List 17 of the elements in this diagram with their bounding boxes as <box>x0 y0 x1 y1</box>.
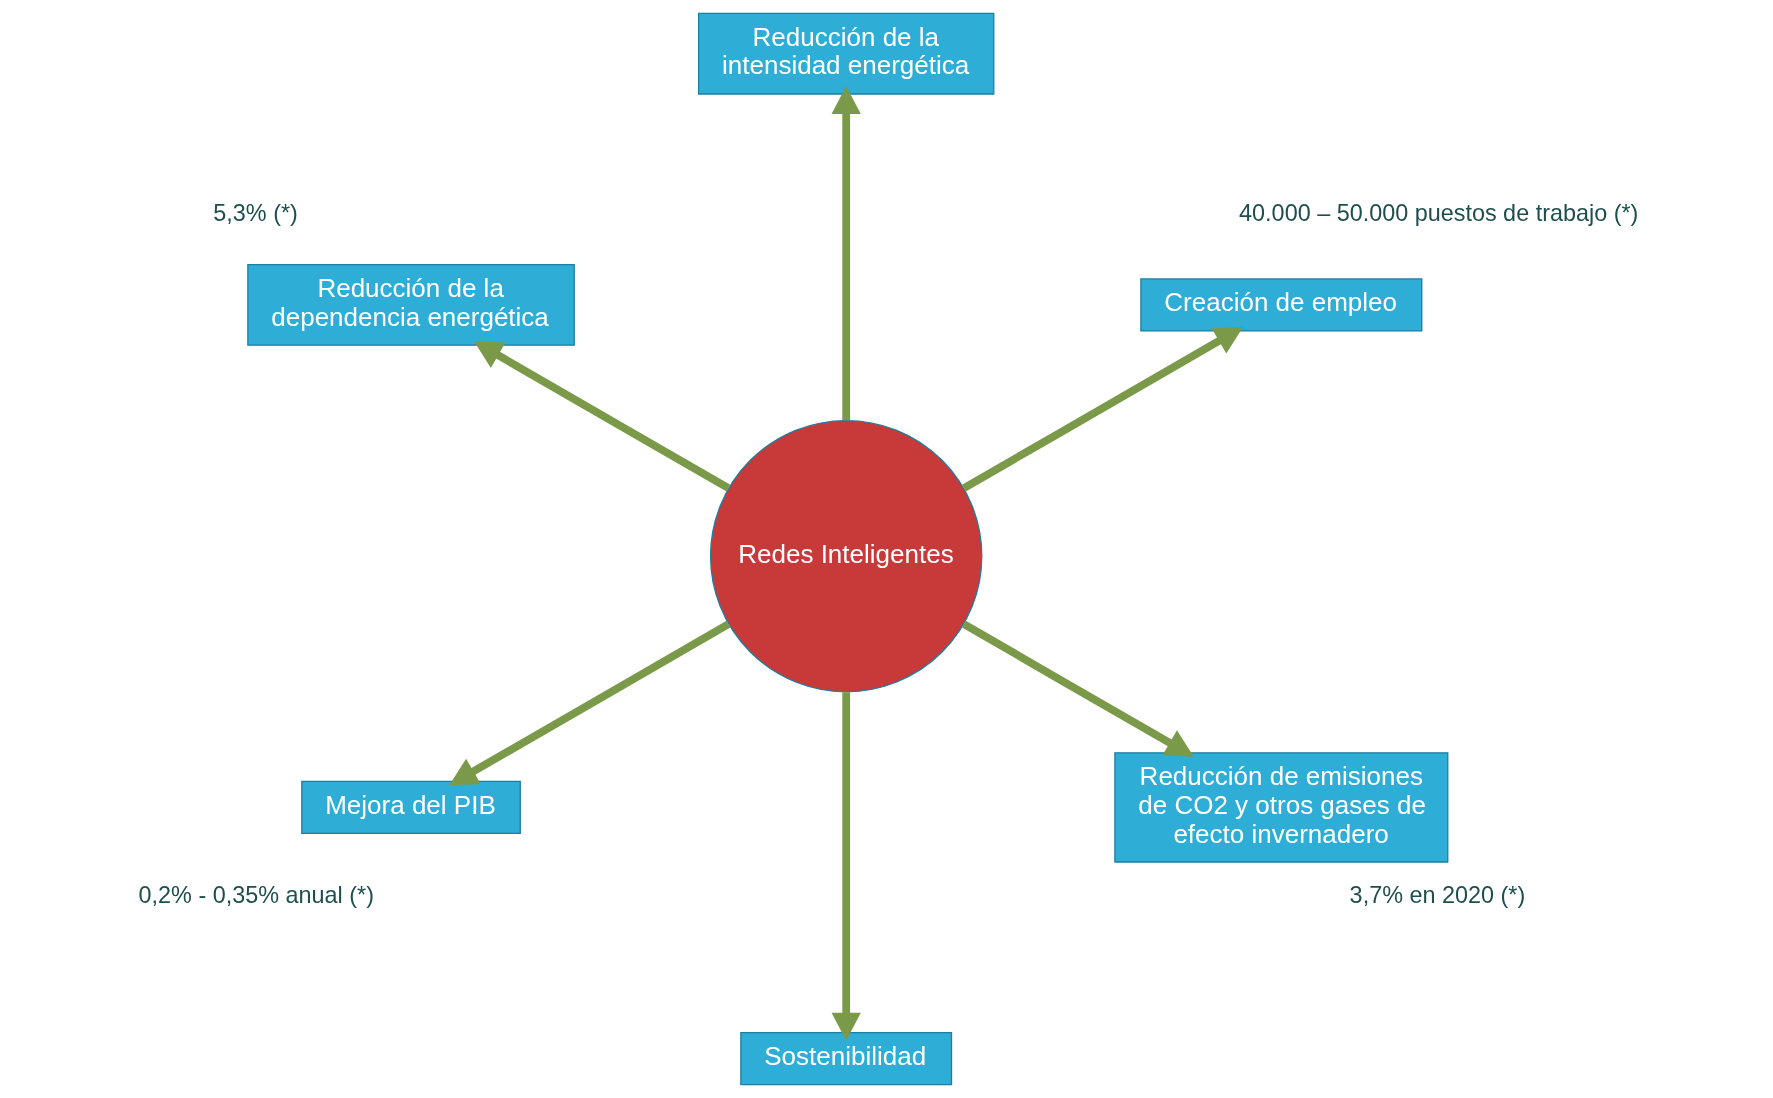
node-box: Reducción de la dependencia energética <box>247 263 575 346</box>
node-label: 40.000 – 50.000 puestos de trabajo (*) <box>1239 199 1639 226</box>
node-circle: Redes Inteligentes <box>709 419 983 693</box>
node-label: 5,3% (*) <box>213 199 298 226</box>
arrow <box>449 620 731 786</box>
node-label: 3,7% en 2020 (*) <box>1349 881 1526 908</box>
node-box: Creación de empleo <box>1140 278 1423 332</box>
node-box: Mejora del PIB <box>301 780 521 835</box>
arrow <box>831 692 861 1041</box>
arrow <box>962 327 1244 492</box>
node-box: Reducción de la intensidad energética <box>697 12 995 95</box>
node-box: Sostenibilidad <box>740 1031 953 1086</box>
arrow <box>474 341 731 492</box>
node-label: 0,2% - 0,35% anual (*) <box>138 881 374 908</box>
node-box: Reducción de emisiones de CO2 y otros gases de efecto invernadero <box>1114 752 1449 863</box>
arrow <box>962 620 1194 757</box>
arrow <box>831 86 861 421</box>
